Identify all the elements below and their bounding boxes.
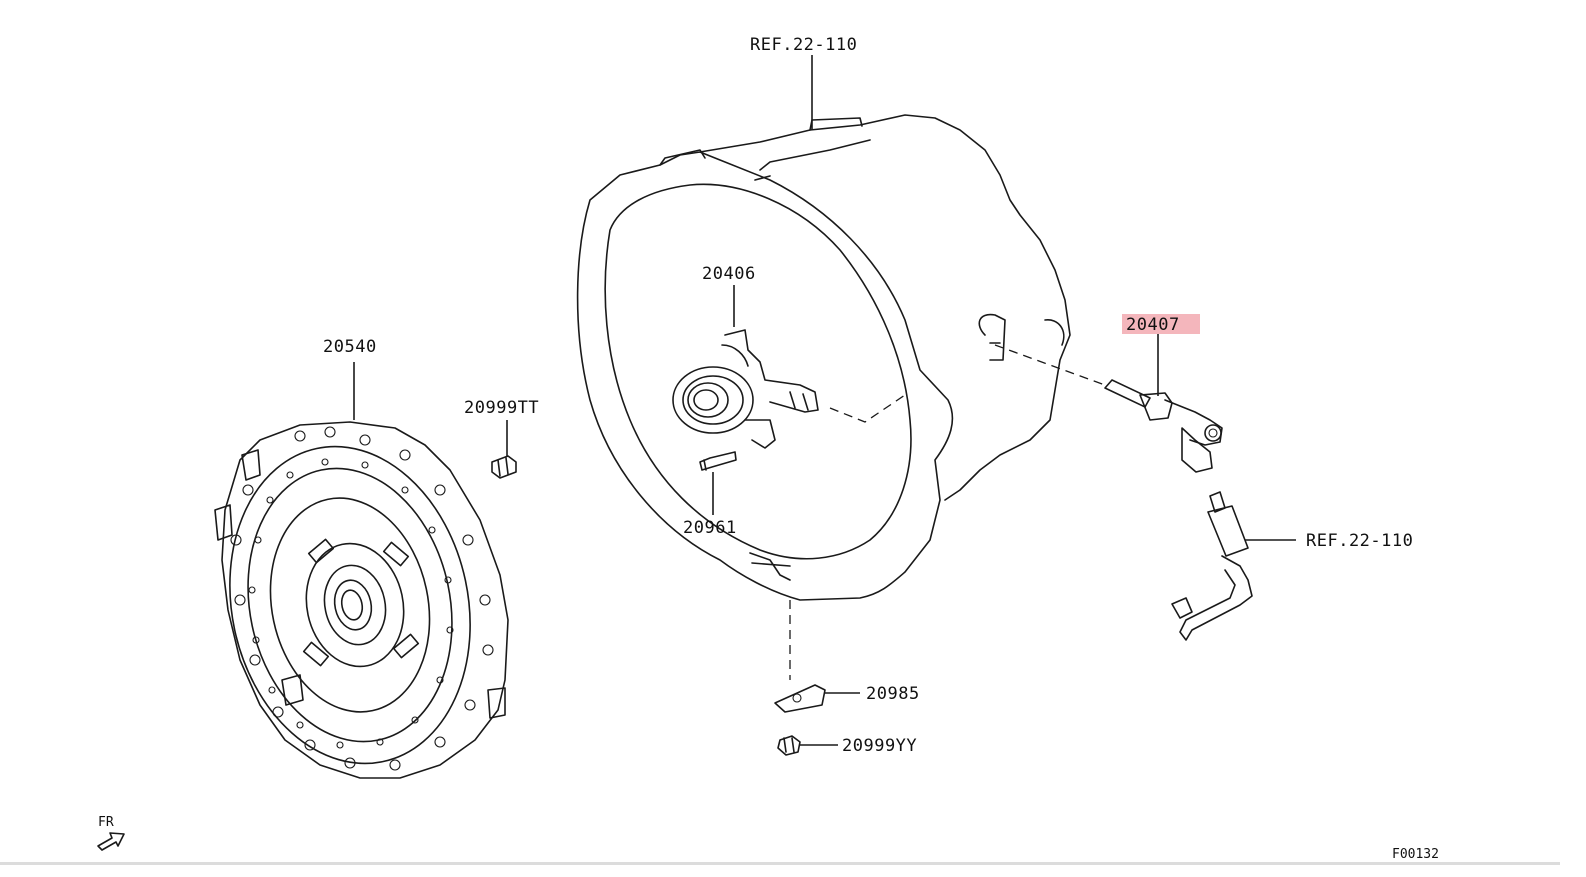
- bolt-20999TT: [491, 420, 517, 479]
- label-ref-top[interactable]: REF.22-110: [750, 35, 857, 55]
- clutch-cover-disc-20540: [214, 362, 509, 779]
- label-fr: FR: [98, 815, 114, 830]
- label-20999YY[interactable]: 20999YY: [842, 736, 917, 756]
- label-ref-right[interactable]: REF.22-110: [1306, 531, 1413, 551]
- transmission-housing: [576, 114, 1106, 680]
- bolt-20999YY: [777, 735, 838, 756]
- release-bearing-20406: [672, 285, 819, 449]
- label-20540[interactable]: 20540: [323, 337, 377, 357]
- front-direction-arrow-icon: [97, 832, 125, 851]
- clutch-slave-cylinder-20407: [1104, 334, 1223, 473]
- label-20406[interactable]: 20406: [702, 264, 756, 284]
- highlight-20407: [1122, 314, 1200, 334]
- clutch-pipe-assembly: [1171, 491, 1296, 641]
- bracket-20985: [774, 684, 860, 713]
- bottom-border: [0, 862, 1560, 865]
- label-20999TT[interactable]: 20999TT: [464, 398, 539, 418]
- label-20407[interactable]: 20407: [1126, 315, 1180, 335]
- label-20961[interactable]: 20961: [683, 518, 737, 538]
- label-20985[interactable]: 20985: [866, 684, 920, 704]
- bolt-20961: [699, 451, 737, 515]
- figure-code: F00132: [1392, 847, 1439, 862]
